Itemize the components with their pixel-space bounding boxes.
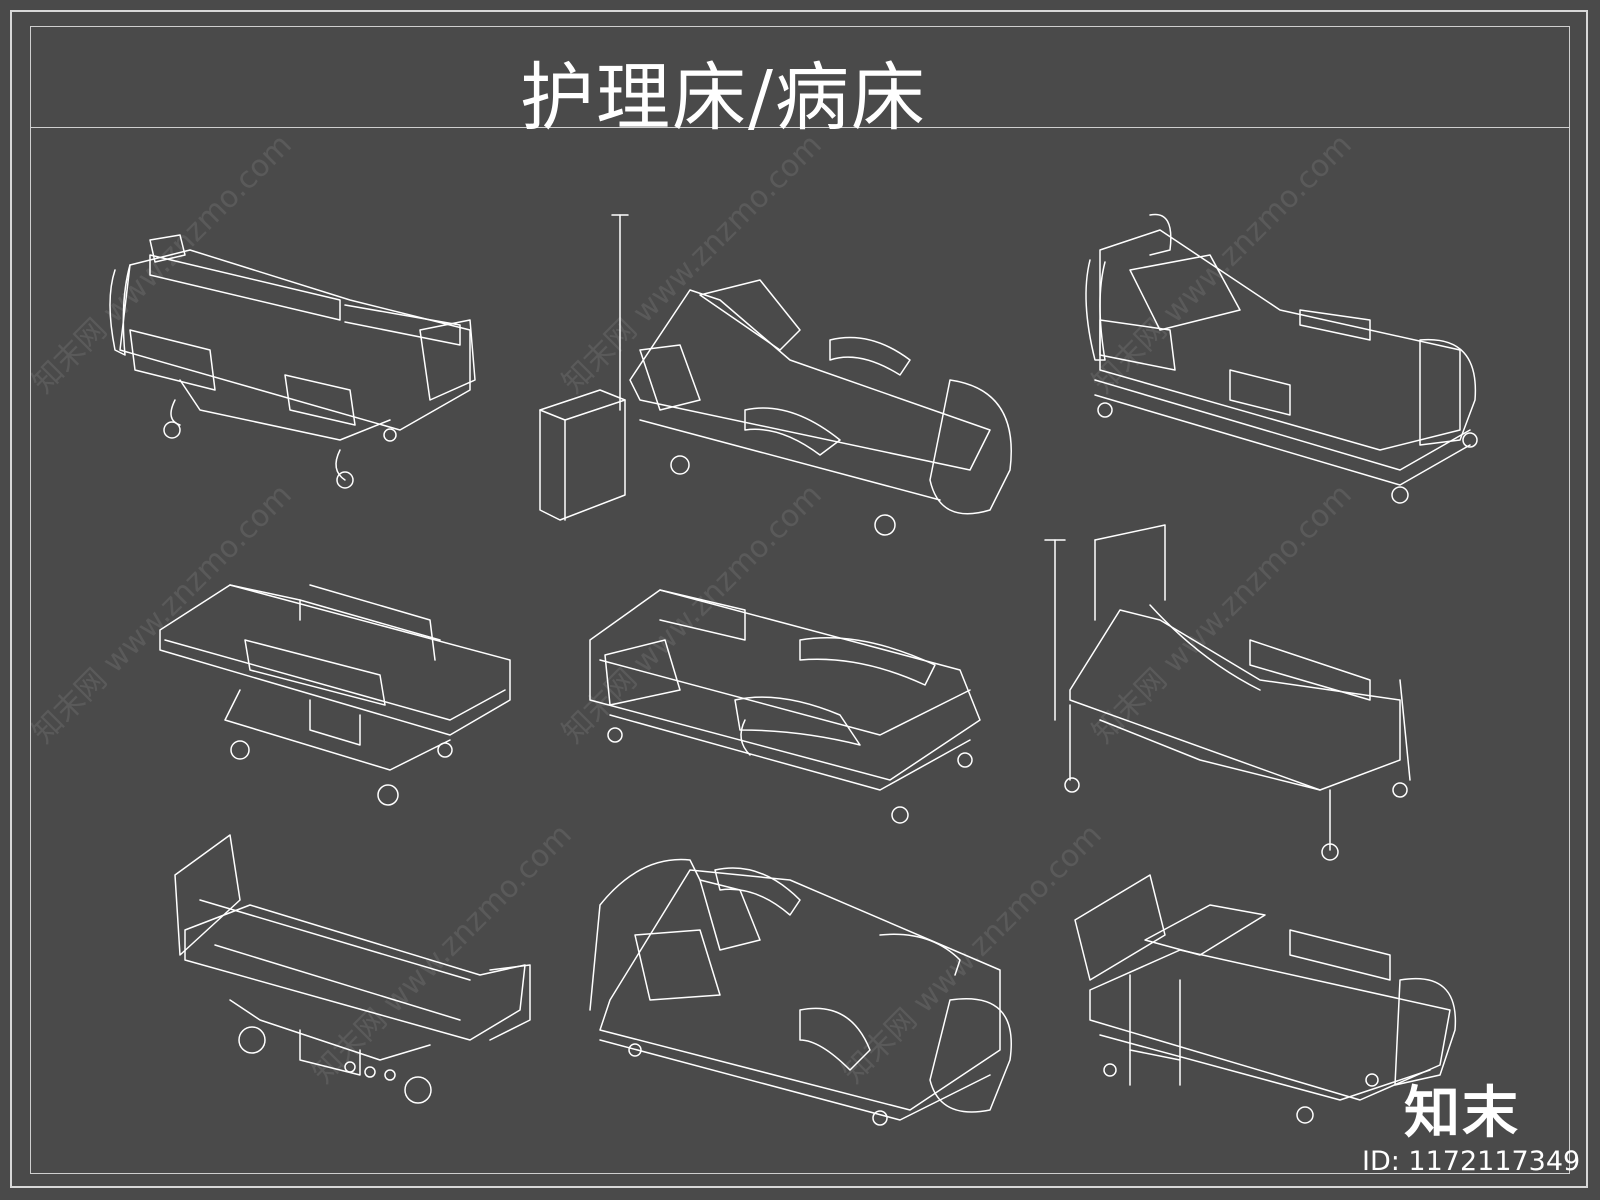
manual-crank-bed-icon: [1044, 524, 1411, 861]
brand-logo: 知末: [1404, 1081, 1520, 1146]
inner-frame: [30, 26, 1570, 1174]
outer-frame: [10, 10, 1588, 1188]
multi-function-bed-icon: [589, 589, 981, 824]
adjustable-bed-with-iv-pole-icon: [539, 214, 1012, 536]
transport-stretcher-icon: [174, 834, 531, 1104]
bed-with-overbed-table-icon: [1074, 874, 1457, 1124]
brand-id: ID: 1172117349: [1362, 1146, 1581, 1177]
page-title: 护理床/病床: [520, 55, 927, 141]
electric-nursing-bed-icon: [109, 234, 476, 489]
title-divider: [30, 127, 1570, 128]
deluxe-nursing-bed-icon: [589, 858, 1012, 1126]
icu-bed-icon: [1085, 213, 1478, 504]
stretcher-trolley-icon: [159, 584, 511, 806]
